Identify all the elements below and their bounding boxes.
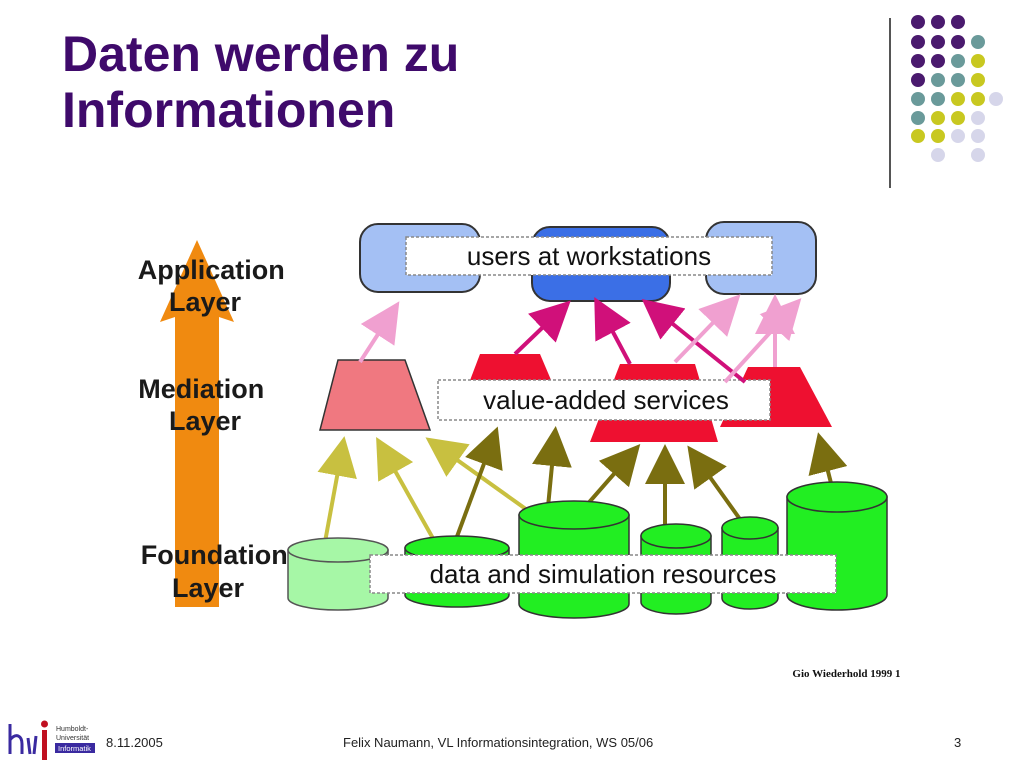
- arrow-magenta-3: [641, 298, 747, 384]
- users-label-bg: [405, 236, 773, 276]
- foundation-layer-label: Foundation Layer: [141, 540, 295, 603]
- decorative-dot-grid: [911, 15, 1003, 162]
- arrow-olive-2: [532, 426, 572, 508]
- foundation-layer-label-line-2: Layer: [172, 573, 245, 603]
- dot-row-7: [911, 129, 985, 143]
- users-label: users at workstations: [467, 241, 711, 271]
- slide-title-line-2: Informationen: [62, 82, 396, 138]
- mediation-layer-label-line-2: Layer: [169, 406, 242, 436]
- arrow-yellow-1: [317, 436, 357, 543]
- application-layer-label: Application Layer: [138, 255, 293, 317]
- arrow-yellow-2: [376, 437, 437, 543]
- dot-row-8: [931, 148, 985, 162]
- layer-direction-arrow: [160, 240, 234, 607]
- arrow-olive-5: [687, 445, 744, 524]
- footer-page-number: 3: [954, 735, 962, 750]
- arrow-magenta-2: [594, 296, 632, 365]
- logo-text-line-2: Universität: [56, 735, 89, 742]
- mediator-pink: [319, 359, 432, 431]
- dot-row-2: [911, 35, 985, 49]
- arrow-olive-3: [583, 443, 641, 509]
- dot-row-5: [911, 92, 1003, 106]
- arrow-magenta-1: [513, 300, 571, 356]
- foundation-layer-label-line-1: Foundation: [141, 540, 288, 570]
- application-layer-label-line-2: Layer: [169, 287, 242, 317]
- application-layer-label-line-1: Application: [138, 255, 285, 285]
- mediation-layer-label-line-1: Mediation: [138, 374, 264, 404]
- mediation-layer-label: Mediation Layer: [138, 374, 272, 436]
- services-label-bg: [437, 379, 771, 421]
- footer-course: Felix Naumann, VL Informationsintegratio…: [343, 735, 654, 750]
- dot-row-4: [911, 73, 985, 87]
- arrow-olive-6: [808, 432, 848, 488]
- dot-row-6: [911, 111, 985, 125]
- resources-label: data and simulation resources: [430, 559, 777, 589]
- arrow-olive-1: [453, 426, 503, 543]
- footer-date: 8.11.2005: [106, 735, 163, 750]
- architecture-diagram: Application Layer Mediation Layer Founda…: [138, 221, 900, 680]
- logo-h-mark: [8, 724, 24, 754]
- logo-i-bar: [42, 730, 47, 760]
- resources-label-bg: [369, 554, 837, 594]
- logo-informatik-bg: [55, 743, 95, 753]
- header-divider: [889, 18, 891, 188]
- logo-text-line-3: Informatik: [58, 744, 91, 753]
- slide-title-line-1: Daten werden zu: [62, 26, 460, 82]
- institute-logo: Humboldt- Universität Informatik: [8, 720, 95, 760]
- slide-title: Daten werden zu Informationen: [62, 26, 459, 138]
- diagram-credit: Gio Wiederhold 1999 15: [792, 668, 900, 680]
- logo-u-mark: [26, 735, 38, 755]
- database-light: [287, 537, 389, 611]
- logo-text-line-1: Humboldt-: [56, 726, 89, 733]
- dot-row-1: [911, 15, 965, 29]
- dot-row-3: [911, 54, 985, 68]
- logo-i-dot: [41, 720, 48, 728]
- arrow-pink-2: [673, 294, 741, 364]
- arrow-pink-1: [358, 301, 400, 364]
- services-label: value-added services: [483, 385, 729, 415]
